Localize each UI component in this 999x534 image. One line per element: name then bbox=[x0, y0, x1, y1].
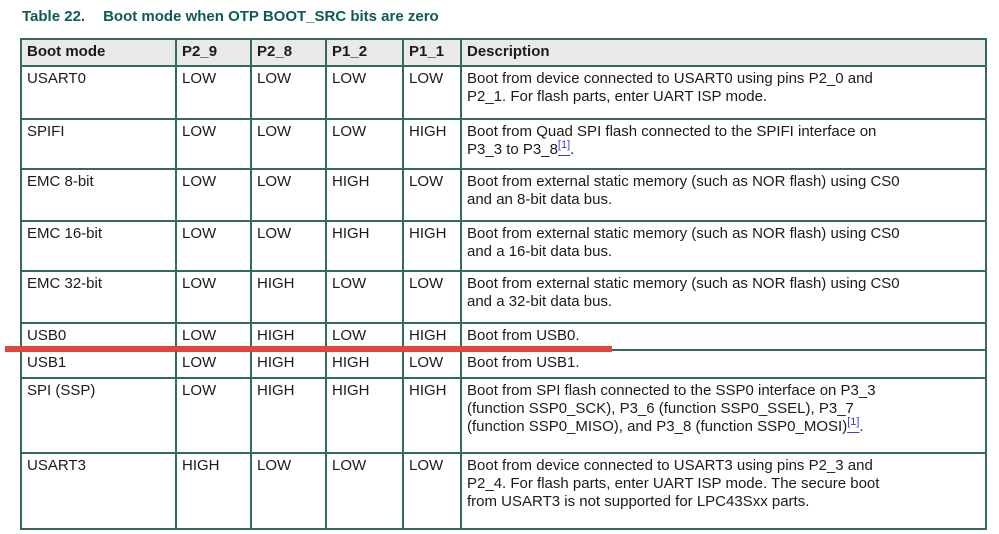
column-header-p1-1: P1_1 bbox=[402, 38, 462, 67]
pin-level-cell-p2_8: HIGH bbox=[250, 270, 327, 324]
pin-level-cell-p1_1: LOW bbox=[402, 270, 462, 324]
pin-level-cell-p2_9: LOW bbox=[175, 220, 252, 272]
pin-level-cell-p1_2: HIGH bbox=[325, 220, 404, 272]
pin-level-cell-p1_1: HIGH bbox=[402, 377, 462, 454]
pin-level-cell-p1_1: HIGH bbox=[402, 220, 462, 272]
pin-level-cell-p2_8: HIGH bbox=[250, 377, 327, 454]
table-caption: Table 22. Boot mode when OTP BOOT_SRC bit… bbox=[22, 8, 439, 25]
boot-mode-cell: USART3 bbox=[20, 452, 177, 530]
boot-mode-cell: USART0 bbox=[20, 65, 177, 120]
pin-level-cell-p1_2: LOW bbox=[325, 270, 404, 324]
boot-mode-cell: EMC 8-bit bbox=[20, 168, 177, 222]
pin-level-cell-p1_2: HIGH bbox=[325, 168, 404, 222]
description-cell: Boot from external static memory (such a… bbox=[460, 270, 987, 324]
description-cell: Boot from SPI flash connected to the SSP… bbox=[460, 377, 987, 454]
pin-level-cell-p1_1: LOW bbox=[402, 168, 462, 222]
footnote-link[interactable]: [1] bbox=[557, 139, 571, 151]
pin-level-cell-p2_8: LOW bbox=[250, 220, 327, 272]
pin-level-cell-p2_8: LOW bbox=[250, 452, 327, 530]
pin-level-cell-p2_9: HIGH bbox=[175, 452, 252, 530]
pin-level-cell-p1_1: LOW bbox=[402, 452, 462, 530]
pin-level-cell-p1_1: HIGH bbox=[402, 118, 462, 170]
pin-level-cell-p2_9: LOW bbox=[175, 168, 252, 222]
pin-level-cell-p1_2: HIGH bbox=[325, 377, 404, 454]
pin-level-cell-p2_9: LOW bbox=[175, 349, 252, 379]
pin-level-cell-p1_2: LOW bbox=[325, 65, 404, 120]
pin-level-cell-p2_9: LOW bbox=[175, 270, 252, 324]
boot-mode-cell: SPIFI bbox=[20, 118, 177, 170]
pin-level-cell-p2_8: HIGH bbox=[250, 349, 327, 379]
pin-level-cell-p1_2: LOW bbox=[325, 118, 404, 170]
description-cell: Boot from Quad SPI flash connected to th… bbox=[460, 118, 987, 170]
pin-level-cell-p1_1: LOW bbox=[402, 349, 462, 379]
boot-mode-cell: EMC 16-bit bbox=[20, 220, 177, 272]
description-cell: Boot from device connected to USART0 usi… bbox=[460, 65, 987, 120]
table-caption-number: Table 22. bbox=[22, 8, 86, 25]
column-header-p2-8: P2_8 bbox=[250, 38, 327, 67]
boot-mode-cell: USB1 bbox=[20, 349, 177, 379]
column-header-boot-mode: Boot mode bbox=[20, 38, 177, 67]
pin-level-cell-p2_9: LOW bbox=[175, 65, 252, 120]
description-cell: Boot from external static memory (such a… bbox=[460, 168, 987, 222]
footnote-link[interactable]: [1] bbox=[847, 416, 860, 428]
pin-level-cell-p1_1: LOW bbox=[402, 65, 462, 120]
usb0-red-underline-annotation bbox=[5, 346, 612, 352]
boot-mode-cell: EMC 32-bit bbox=[20, 270, 177, 324]
column-header-p1-2: P1_2 bbox=[325, 38, 404, 67]
pin-level-cell-p2_8: LOW bbox=[250, 168, 327, 222]
column-header-description: Description bbox=[460, 38, 987, 67]
column-header-p2-9: P2_9 bbox=[175, 38, 252, 67]
pin-level-cell-p1_2: LOW bbox=[325, 452, 404, 530]
pin-level-cell-p2_9: LOW bbox=[175, 118, 252, 170]
pin-level-cell-p2_8: LOW bbox=[250, 65, 327, 120]
table-caption-text: Boot mode when OTP BOOT_SRC bits are zer… bbox=[103, 8, 439, 25]
description-cell: Boot from external static memory (such a… bbox=[460, 220, 987, 272]
pin-level-cell-p1_2: HIGH bbox=[325, 349, 404, 379]
boot-mode-cell: SPI (SSP) bbox=[20, 377, 177, 454]
description-cell: Boot from device connected to USART3 usi… bbox=[460, 452, 987, 530]
pin-level-cell-p2_9: LOW bbox=[175, 377, 252, 454]
description-cell: Boot from USB1. bbox=[460, 349, 987, 379]
pin-level-cell-p2_8: LOW bbox=[250, 118, 327, 170]
